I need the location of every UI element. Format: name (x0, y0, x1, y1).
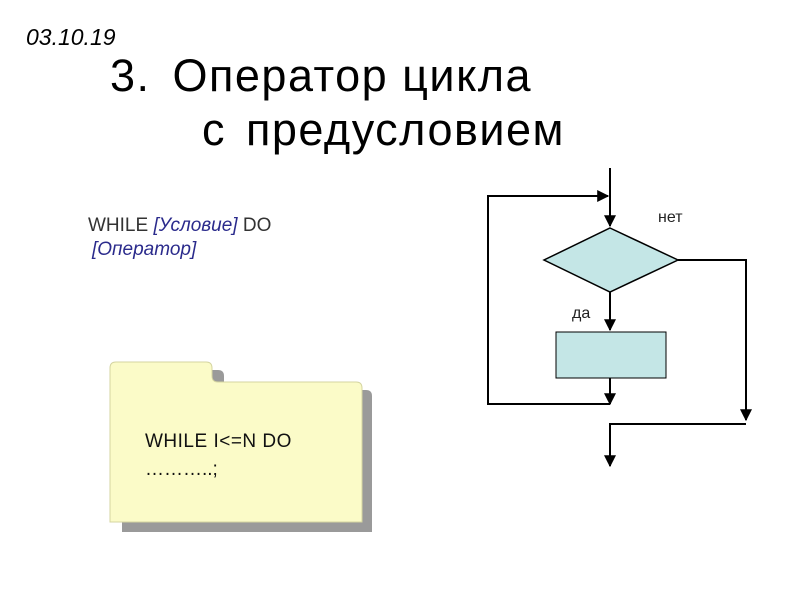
statement-placeholder: [Оператор] (92, 239, 197, 260)
example-line-1: WHILE I<=N DO (145, 431, 292, 452)
no-branch-arrow (678, 259, 752, 422)
title-word-s: с (202, 104, 226, 155)
example-code: WHILE I<=N DO ………..; (145, 428, 292, 484)
keyword-while: WHILE (88, 215, 149, 236)
title-number: 3. (110, 50, 151, 101)
title-line-1: 3. Оператор цикла (110, 50, 532, 102)
title-text-1: Оператор цикла (172, 50, 533, 101)
example-line-2: ………..; (145, 459, 218, 480)
loop-back-arrow (487, 190, 610, 405)
loop-body-block (555, 331, 667, 379)
folder-shape (109, 361, 363, 523)
exit-arrow (604, 423, 746, 468)
syntax-line-2: [Оператор] (88, 238, 271, 262)
condition-placeholder: [Условие] (153, 215, 238, 236)
slide-date: 03.10.19 (26, 24, 116, 50)
keyword-do: DO (242, 215, 272, 236)
label-no: нет (658, 209, 683, 226)
title-line-2: с предусловием (202, 104, 565, 156)
condition-diamond (542, 227, 680, 293)
label-yes: да (572, 305, 590, 322)
title-word-precondition: предусловием (246, 104, 565, 155)
syntax-line-1: WHILE [Условие] DO (88, 214, 271, 238)
while-syntax: WHILE [Условие] DO [Оператор] (88, 214, 271, 262)
